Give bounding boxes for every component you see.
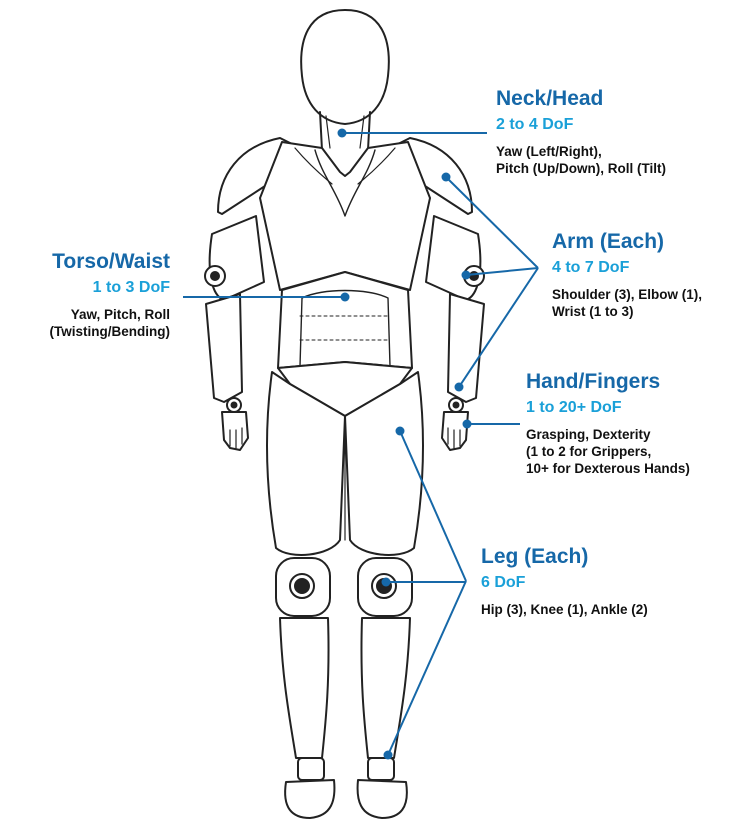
right-shin: [360, 617, 411, 759]
neck-head-dof: 2 to 4 DoF: [496, 116, 574, 133]
robot-neck: [319, 111, 371, 151]
hand-fingers-label: Hand/Fingers 1 to 20+ DoF Grasping, Dext…: [526, 370, 690, 477]
elbow-dot: [461, 270, 471, 280]
robot-head: [300, 9, 390, 125]
hand-fingers-desc-line: 10+ for Dexterous Hands): [526, 461, 690, 476]
right-forearm: [447, 293, 485, 403]
right-foot: [356, 779, 408, 819]
torso-waist-description: Yaw, Pitch, Roll (Twisting/Bending): [50, 306, 170, 340]
leg-dof: 6 DoF: [481, 574, 526, 591]
right-thigh: [344, 371, 424, 556]
arm-desc-line: Wrist (1 to 3): [552, 304, 634, 319]
hand-dot: [462, 419, 472, 429]
hand-fingers-title: Hand/Fingers: [526, 370, 661, 393]
hand-fingers-dof: 1 to 20+ DoF: [526, 399, 622, 416]
left-ankle: [297, 757, 325, 781]
leg-desc-line: Hip (3), Knee (1), Ankle (2): [481, 602, 648, 617]
arm-callout-line-wrist: [458, 267, 539, 388]
arm-label: Arm (Each) 4 to 7 DoF Shoulder (3), Elbo…: [552, 230, 702, 320]
leg-label: Leg (Each) 6 DoF Hip (3), Knee (1), Ankl…: [481, 545, 648, 618]
arm-desc-line: Shoulder (3), Elbow (1),: [552, 287, 703, 302]
left-foot: [284, 779, 336, 819]
arm-description: Shoulder (3), Elbow (1), Wrist (1 to 3): [552, 286, 702, 320]
callout-lines: [183, 132, 539, 756]
robot-abdomen: [277, 271, 413, 369]
left-thigh: [266, 371, 346, 556]
neck-head-desc-line: Yaw (Left/Right),: [496, 144, 602, 159]
torso-waist-desc-line: (Twisting/Bending): [49, 324, 170, 339]
torso-waist-desc-line: Yaw, Pitch, Roll: [70, 307, 170, 322]
arm-dof: 4 to 7 DoF: [552, 259, 630, 276]
arm-title: Arm (Each): [552, 230, 665, 253]
left-hand: [221, 411, 249, 451]
leg-title: Leg (Each): [481, 545, 589, 568]
hand-fingers-description: Grasping, Dexterity (1 to 2 for Grippers…: [526, 426, 690, 477]
left-shin: [279, 617, 330, 759]
neck-head-title: Neck/Head: [496, 87, 604, 110]
torso-dot: [340, 292, 350, 302]
right-ankle: [367, 757, 395, 781]
right-hand: [441, 411, 469, 451]
thigh-dot: [395, 426, 405, 436]
left-upper-arm: [208, 215, 265, 301]
callout-dots: [337, 128, 472, 760]
neck-dot: [337, 128, 347, 138]
knee-dot: [381, 577, 391, 587]
arm-callout-line-elbow: [465, 267, 539, 276]
torso-waist-title: Torso/Waist: [52, 250, 170, 273]
torso-waist-label: Torso/Waist 1 to 3 DoF Yaw, Pitch, Roll …: [50, 250, 170, 340]
wrist-dot: [454, 382, 464, 392]
leg-callout-line-ankle: [387, 580, 467, 756]
left-forearm: [205, 293, 243, 403]
arm-callout-line-shoulder: [445, 176, 539, 269]
neck-head-desc-line: Pitch (Up/Down), Roll (Tilt): [496, 161, 666, 176]
hand-fingers-desc-line: Grasping, Dexterity: [526, 427, 651, 442]
neck-head-label: Neck/Head 2 to 4 DoF Yaw (Left/Right), P…: [496, 87, 666, 177]
ankle-dot: [383, 750, 393, 760]
shoulder-dot: [441, 172, 451, 182]
neck-head-description: Yaw (Left/Right), Pitch (Up/Down), Roll …: [496, 143, 666, 177]
right-upper-arm: [425, 215, 482, 301]
leg-description: Hip (3), Knee (1), Ankle (2): [481, 601, 648, 618]
hand-fingers-desc-line: (1 to 2 for Grippers,: [526, 444, 652, 459]
leg-callout-line-thigh: [399, 430, 467, 582]
torso-waist-dof: 1 to 3 DoF: [92, 279, 170, 296]
robot-outline: [204, 9, 485, 819]
